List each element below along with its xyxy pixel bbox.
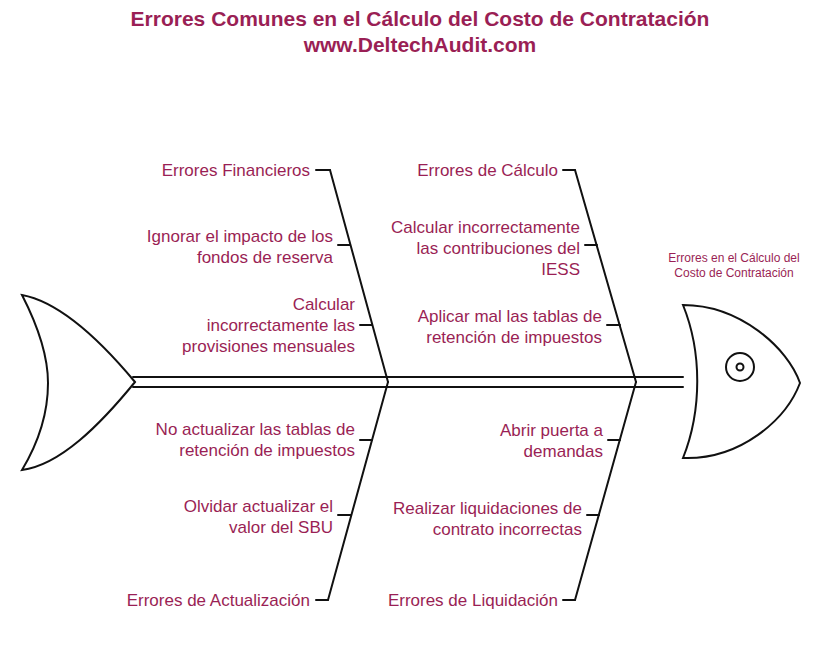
cause-label: No actualizar las tablas de retención de… bbox=[150, 419, 355, 461]
title-text: Errores Comunes en el Cálculo del Costo … bbox=[120, 6, 720, 32]
website-url: www.DeltechAudit.com bbox=[120, 32, 720, 58]
cause-label: Aplicar mal las tablas de retención de i… bbox=[387, 306, 602, 348]
fish-eye bbox=[726, 353, 754, 381]
tick-marks bbox=[316, 170, 620, 600]
spine-line bbox=[133, 386, 683, 388]
cause-label: Ignorar el impacto de los fondos de rese… bbox=[143, 226, 333, 268]
category-label: Errores de Cálculo bbox=[417, 160, 558, 181]
fish-head bbox=[683, 305, 800, 458]
cause-label: Realizar liquidaciones de contrato incor… bbox=[377, 498, 582, 540]
cause-label: Abrir puerta a demandas bbox=[473, 420, 603, 462]
bone-line bbox=[575, 170, 636, 382]
fish-tail bbox=[22, 295, 135, 470]
category-label: Errores de Liquidación bbox=[388, 590, 558, 611]
effect-label: Errores en el Cálculo del Costo de Contr… bbox=[656, 251, 812, 281]
cause-label: Calcular incorrectamente las contribucio… bbox=[390, 217, 580, 280]
category-label: Errores de Actualización bbox=[127, 590, 310, 611]
spine-line bbox=[133, 376, 683, 378]
diagram-title: Errores Comunes en el Cálculo del Costo … bbox=[120, 6, 720, 58]
cause-label: Olvidar actualizar el valor del SBU bbox=[148, 496, 333, 538]
bone-line bbox=[575, 382, 636, 600]
category-label: Errores Financieros bbox=[162, 160, 310, 181]
bone-line bbox=[328, 382, 388, 600]
cause-label: Calcular incorrectamente las provisiones… bbox=[175, 294, 355, 357]
fish-pupil bbox=[737, 364, 744, 371]
